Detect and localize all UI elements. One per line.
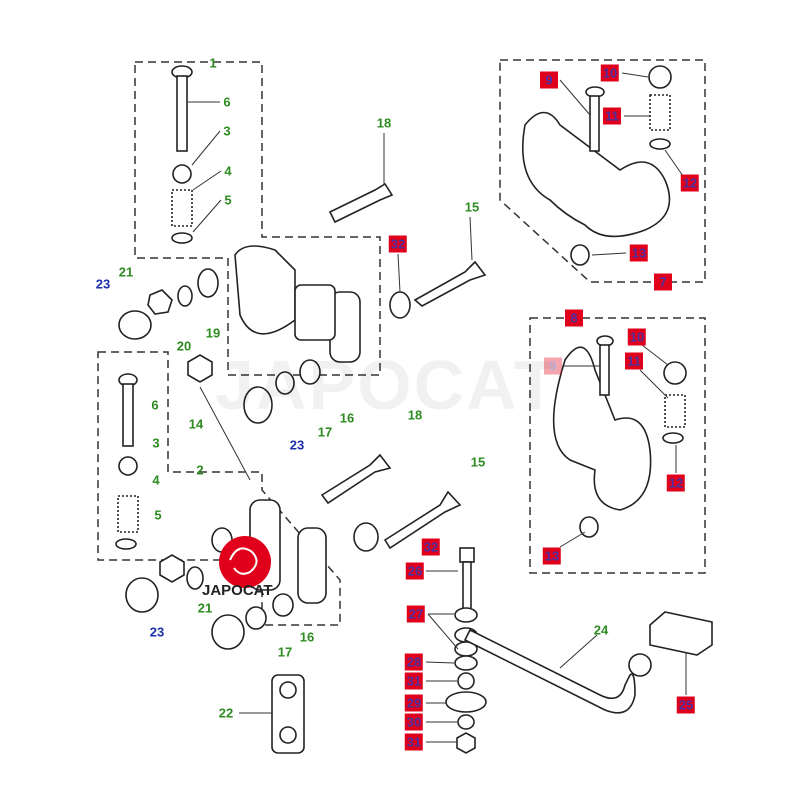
callout-green-label: 17 (277, 644, 293, 660)
callout-green-label: 3 (223, 123, 231, 139)
callout-red-label: 26 (405, 562, 425, 580)
callout-green-label: 21 (197, 600, 213, 616)
assembly-box-8 (529, 317, 706, 574)
callout-green-label: 20 (176, 338, 192, 354)
callout-green-label: 22 (218, 705, 234, 721)
callout-green-label: 18 (407, 407, 423, 423)
callout-red-label: 27 (406, 605, 426, 623)
assembly-box-1 (134, 61, 381, 376)
logo-text: JAPOCAT (202, 582, 273, 599)
callout-green-label: 24 (593, 622, 609, 638)
callout-red-label: 10 (600, 64, 620, 82)
assembly-box-7 (499, 59, 706, 283)
callout-green-label: 17 (317, 424, 333, 440)
callout-red-label: 32 (388, 235, 408, 253)
leader-lines (188, 72, 687, 743)
parts (115, 65, 713, 754)
callout-red-label: 29 (404, 694, 424, 712)
callout-green-label: 6 (151, 397, 159, 413)
assembly-boxes (97, 59, 706, 626)
callout-blue-label: 23 (95, 276, 111, 292)
callout-green-label: 19 (205, 325, 221, 341)
callout-green-label: 5 (154, 507, 162, 523)
callout-red-label: 11 (603, 107, 621, 125)
callout-green-label: 21 (118, 264, 134, 280)
callout-red-label: 32 (421, 538, 441, 556)
callout-green-label: 3 (152, 435, 160, 451)
callout-red-label: 12 (680, 174, 700, 192)
callout-green-label: 14 (188, 416, 204, 432)
callout-red-label: 13 (629, 244, 649, 262)
callout-red-label: 13 (542, 547, 562, 565)
callout-green-label: 6 (223, 94, 231, 110)
callout-green-label: 1 (209, 55, 217, 71)
callout-green-label: 4 (152, 472, 160, 488)
japocat-logo (219, 536, 271, 588)
callout-red-label: 12 (666, 474, 686, 492)
callout-green-label: 16 (299, 629, 315, 645)
callout-red-label: 7 (654, 273, 672, 291)
callout-red-label: 28 (404, 653, 424, 671)
callout-red-label: 9 (544, 357, 562, 375)
callout-blue-label: 23 (289, 437, 305, 453)
callout-green-label: 2 (196, 462, 204, 478)
callout-red-label: 25 (676, 696, 696, 714)
callout-green-label: 18 (376, 115, 392, 131)
callout-red-label: 30 (404, 713, 424, 731)
callout-red-label: 31 (404, 672, 424, 690)
callout-green-label: 15 (470, 454, 486, 470)
callout-green-label: 15 (464, 199, 480, 215)
callout-green-label: 5 (224, 192, 232, 208)
assembly-box-2 (97, 351, 341, 626)
watermark: JAPOCAT (215, 346, 559, 424)
callout-red-label: 31 (404, 733, 424, 751)
callout-green-label: 4 (224, 163, 232, 179)
callout-red-label: 9 (540, 71, 558, 89)
callout-red-label: 8 (565, 309, 583, 327)
callout-red-label: 11 (625, 352, 643, 370)
callout-red-label: 10 (627, 328, 647, 346)
callout-blue-label: 23 (149, 624, 165, 640)
callout-green-label: 16 (339, 410, 355, 426)
